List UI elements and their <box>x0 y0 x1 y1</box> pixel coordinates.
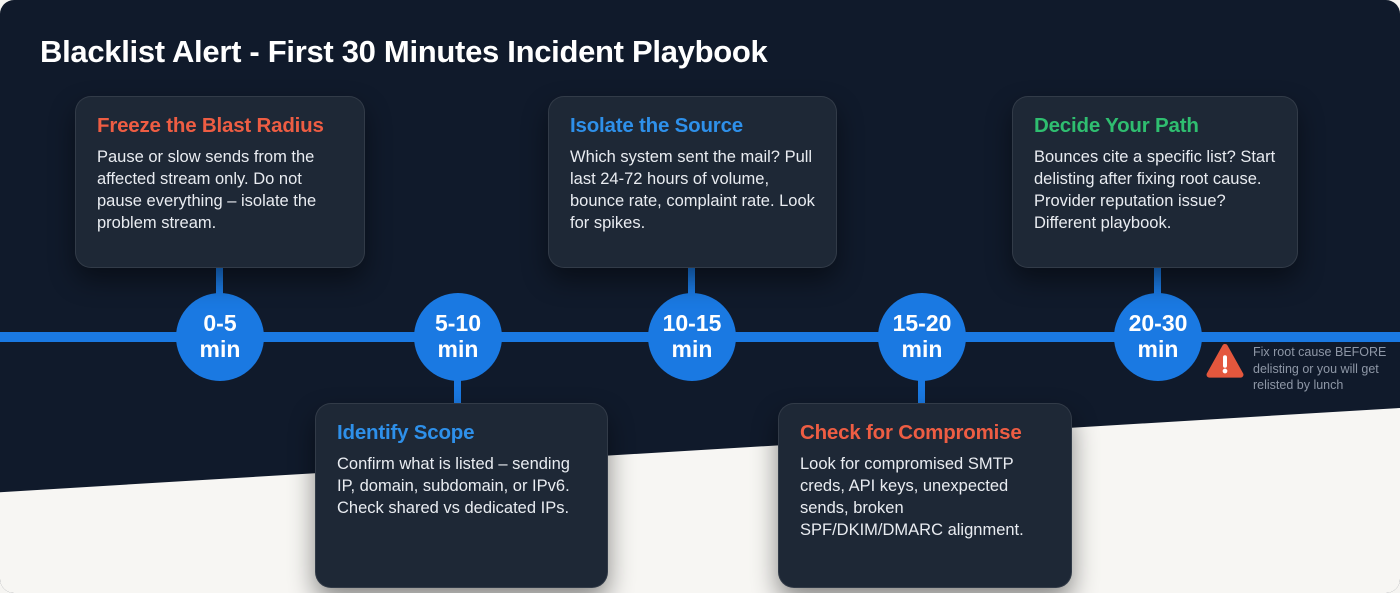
timeline-node-0-5-min: 0-5 min <box>176 293 264 381</box>
card-body: Bounces cite a specific list? Start deli… <box>1034 148 1276 233</box>
connector-node-5 <box>1154 266 1161 302</box>
card-freeze-the-blast-radius: Freeze the Blast Radius Pause or slow se… <box>75 96 365 268</box>
node-unit: min <box>901 336 943 362</box>
card-title: Freeze the Blast Radius <box>97 114 324 137</box>
warning-callout: Fix root cause BEFORE delisting or you w… <box>1206 343 1392 394</box>
card-decide-your-path: Decide Your Path Bounces cite a specific… <box>1012 96 1298 268</box>
timeline-node-5-10-min: 5-10 min <box>414 293 502 381</box>
page-title: Blacklist Alert - First 30 Minutes Incid… <box>40 34 768 69</box>
card-title: Identify Scope <box>337 421 475 444</box>
connector-node-1 <box>216 266 223 302</box>
node-range: 15-20 <box>892 310 952 337</box>
card-title: Isolate the Source <box>570 114 743 137</box>
card-body: Which system sent the mail? Pull last 24… <box>570 148 815 233</box>
card-body: Look for compromised SMTP creds, API key… <box>800 455 1024 540</box>
connector-node-4 <box>918 375 925 407</box>
card-body: Pause or slow sends from the affected st… <box>97 148 317 233</box>
card-identify-scope: Identify Scope Confirm what is listed – … <box>315 403 608 588</box>
card-check-for-compromise: Check for Compromise Look for compromise… <box>778 403 1072 588</box>
node-range: 10-15 <box>662 310 722 337</box>
warning-text: Fix root cause BEFORE delisting or you w… <box>1253 345 1387 392</box>
timeline-node-20-30-min: 20-30 min <box>1114 293 1202 381</box>
node-unit: min <box>671 336 713 362</box>
node-unit: min <box>199 336 241 362</box>
node-range: 20-30 <box>1128 310 1188 337</box>
node-unit: min <box>437 336 479 362</box>
node-range: 5-10 <box>434 310 482 337</box>
card-title: Decide Your Path <box>1034 114 1199 137</box>
card-title: Check for Compromise <box>800 421 1022 444</box>
node-range: 0-5 <box>203 310 237 337</box>
card-isolate-the-source: Isolate the Source Which system sent the… <box>548 96 837 268</box>
timeline-node-10-15-min: 10-15 min <box>648 293 736 381</box>
card-body: Confirm what is listed – sending IP, dom… <box>337 455 570 518</box>
connector-node-3 <box>688 266 695 302</box>
connector-node-2 <box>454 375 461 407</box>
warning-triangle-icon <box>1206 343 1244 378</box>
timeline-node-15-20-min: 15-20 min <box>878 293 966 381</box>
node-unit: min <box>1137 336 1179 362</box>
